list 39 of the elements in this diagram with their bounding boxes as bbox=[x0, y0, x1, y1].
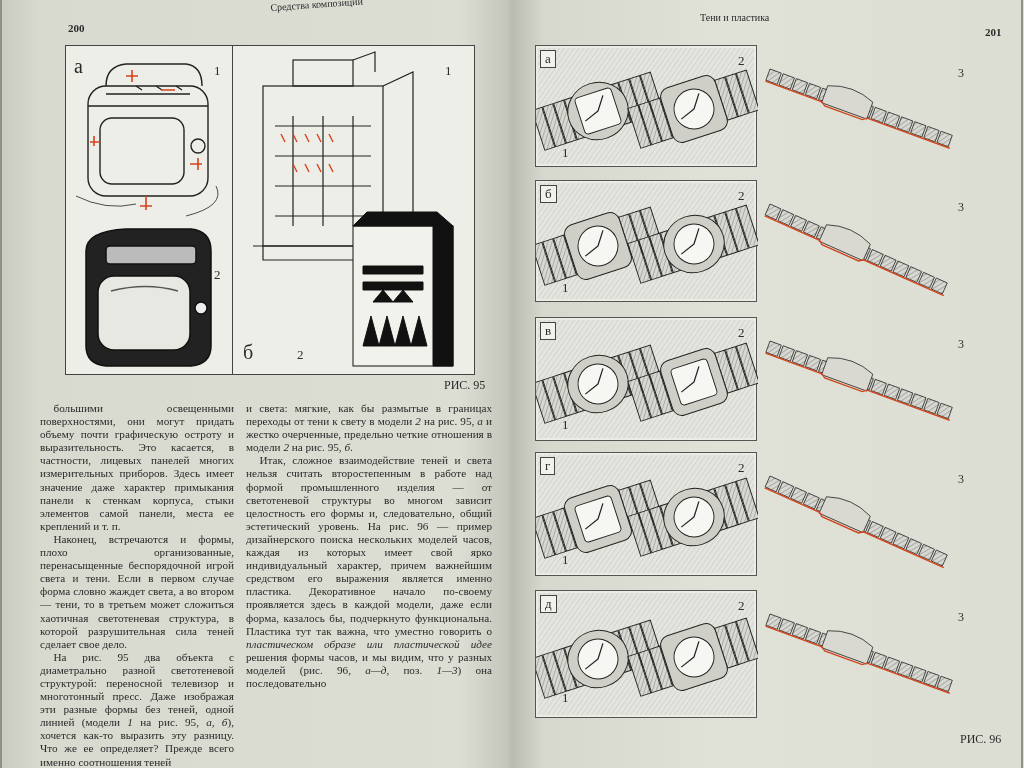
position-number: 1 bbox=[562, 553, 569, 566]
position-number: 2 bbox=[738, 54, 745, 67]
running-head: Тени и пластика bbox=[700, 12, 770, 23]
position-number: 3 bbox=[958, 472, 964, 487]
panel-letter: д bbox=[540, 595, 557, 613]
page-number: 200 bbox=[68, 22, 85, 34]
panel-letter: б bbox=[243, 342, 254, 362]
figure-caption: РИС. 96 bbox=[960, 732, 1002, 747]
position-number: 3 bbox=[958, 337, 964, 352]
position-number: 2 bbox=[738, 189, 745, 202]
position-number: 1 bbox=[562, 281, 569, 294]
position-number: 2 bbox=[738, 326, 745, 339]
body-paragraph: На рис. 95 два объекта с диаметрально разной светотеневой структурой: переносной телевизор и многотонный пресс. Даже изображая эти разные формы без теней, одной линией (модели 1 на рис. 95, а, б), хочется как-то выразить эту разницу. Что же ее определяет? Прежде всего именно соотношения теней bbox=[40, 650, 234, 768]
position-number: 1 bbox=[214, 64, 221, 77]
panel-letter: а bbox=[540, 50, 556, 68]
body-paragraph: и света: мягкие, как бы размытые в границах переходы от тени к свету в модели 2 на рис. 95, а и жестко очерченные, предельно четкие отношения в модели 2 на рис. 95, б. bbox=[246, 402, 492, 455]
figure-caption: РИС. 95 bbox=[444, 379, 486, 391]
body-paragraph: большими освещенными поверхностями, они могут придать объему почти графическую остроту и выразительность. Это касается, в частности, лицевых панелей многих измерительных приборов. Здесь имеет значение даже характер примыкания панели к стенкам корпуса, стыки элементов самой панели, места ее креплений и т. п. bbox=[40, 402, 234, 533]
position-number: 3 bbox=[958, 66, 964, 81]
panel-letter: в bbox=[540, 322, 557, 340]
position-number: 2 bbox=[297, 348, 304, 361]
position-number: 1 bbox=[562, 146, 569, 159]
figure-panel bbox=[233, 46, 474, 374]
figure-panel bbox=[66, 46, 233, 374]
running-head: Средства композиции bbox=[270, 0, 364, 13]
position-number: 1 bbox=[562, 418, 569, 431]
position-number: 2 bbox=[214, 268, 221, 281]
position-number: 3 bbox=[958, 610, 964, 625]
position-number: 3 bbox=[958, 200, 964, 215]
position-number: 1 bbox=[562, 691, 569, 704]
position-number: 1 bbox=[445, 64, 452, 77]
position-number: 2 bbox=[738, 599, 745, 612]
body-paragraph: Итак, сложное взаимодействие теней и света нельзя считать второстепенным в работе над формой промышленного изделия — от светотеневой структуры во многом зависит целостность его формы и, следовательно, общий эстетический уровень. На рис. 96 — пример дизайнерского поиска нескольких моделей часов, каждая из которых имеет свой ярко индивидуальный характер, причем важнейшим средством его выражения является именно пластика. Декоративное начало по-своему проявляется здесь в каждой модели, даже если форма, казалось бы, подчеркнуто функциональна. Пластика тут так важна, что уместно говорить о пластическом образе или пластической идее решения формы часов, и мы видим, что у разных моделей (рис. 96, а—д, поз. 1—3) она последовательно bbox=[246, 454, 492, 691]
position-number: 2 bbox=[738, 461, 745, 474]
page-number: 201 bbox=[985, 26, 1002, 38]
panel-letter: г bbox=[540, 457, 556, 475]
body-paragraph: Наконец, встречаются и формы, плохо организованные, перенасыщенные беспорядочной игрой света и тени. Если в первом случае форма словно жаждет света, а во втором — тени, то в третьем может сложиться хаотичная светотеневая структура, в которой разрушительная сила теней сделает свое дело. bbox=[40, 532, 234, 651]
panel-letter: б bbox=[540, 185, 557, 203]
panel-letter: а bbox=[74, 56, 83, 76]
